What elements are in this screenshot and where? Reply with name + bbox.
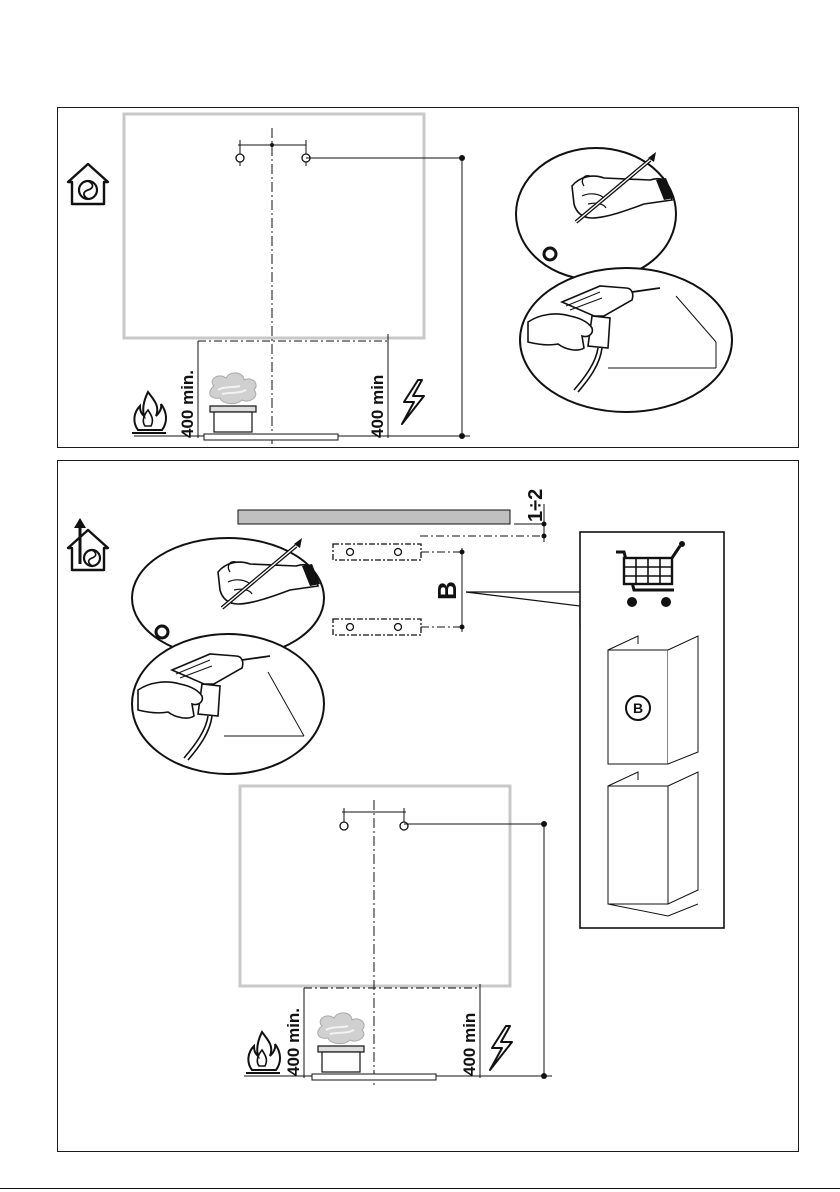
min-distance-label-right: 400 min [460, 1013, 479, 1076]
chimney-upper-section: B [608, 636, 698, 764]
electric-bolt-icon [490, 1026, 512, 1070]
drilling-illustration [520, 268, 732, 412]
part-b-label: B [633, 700, 643, 716]
drilling-illustration [132, 634, 324, 774]
min-distance-label-left: 400 min. [284, 1008, 303, 1076]
drill-hole [236, 154, 244, 162]
cookware-steam-icon [318, 1013, 364, 1072]
page-bottom-rule [0, 1188, 840, 1189]
flame-icon [132, 392, 166, 433]
gap-dimension-label: 1÷2 [525, 489, 547, 522]
pencil-marking-illustration [516, 148, 676, 280]
cookware-steam-icon [210, 373, 256, 432]
hood-outline [124, 114, 424, 338]
chimney-lower-section [608, 772, 698, 916]
electric-bolt-icon [402, 380, 424, 424]
optional-accessory-box: B [580, 532, 724, 928]
min-distance-label-left: 400 min. [178, 370, 197, 438]
min-distance-label-right: 400 min [368, 375, 387, 438]
recirculation-mode-icon [68, 164, 108, 204]
hood-outline [240, 786, 510, 986]
ceiling-bar [238, 510, 510, 524]
flame-icon [246, 1032, 280, 1073]
dimension-b-label: B [432, 581, 462, 600]
drill-hole [340, 822, 348, 830]
drill-hole [400, 822, 408, 830]
extraction-mode-icon [68, 518, 108, 570]
